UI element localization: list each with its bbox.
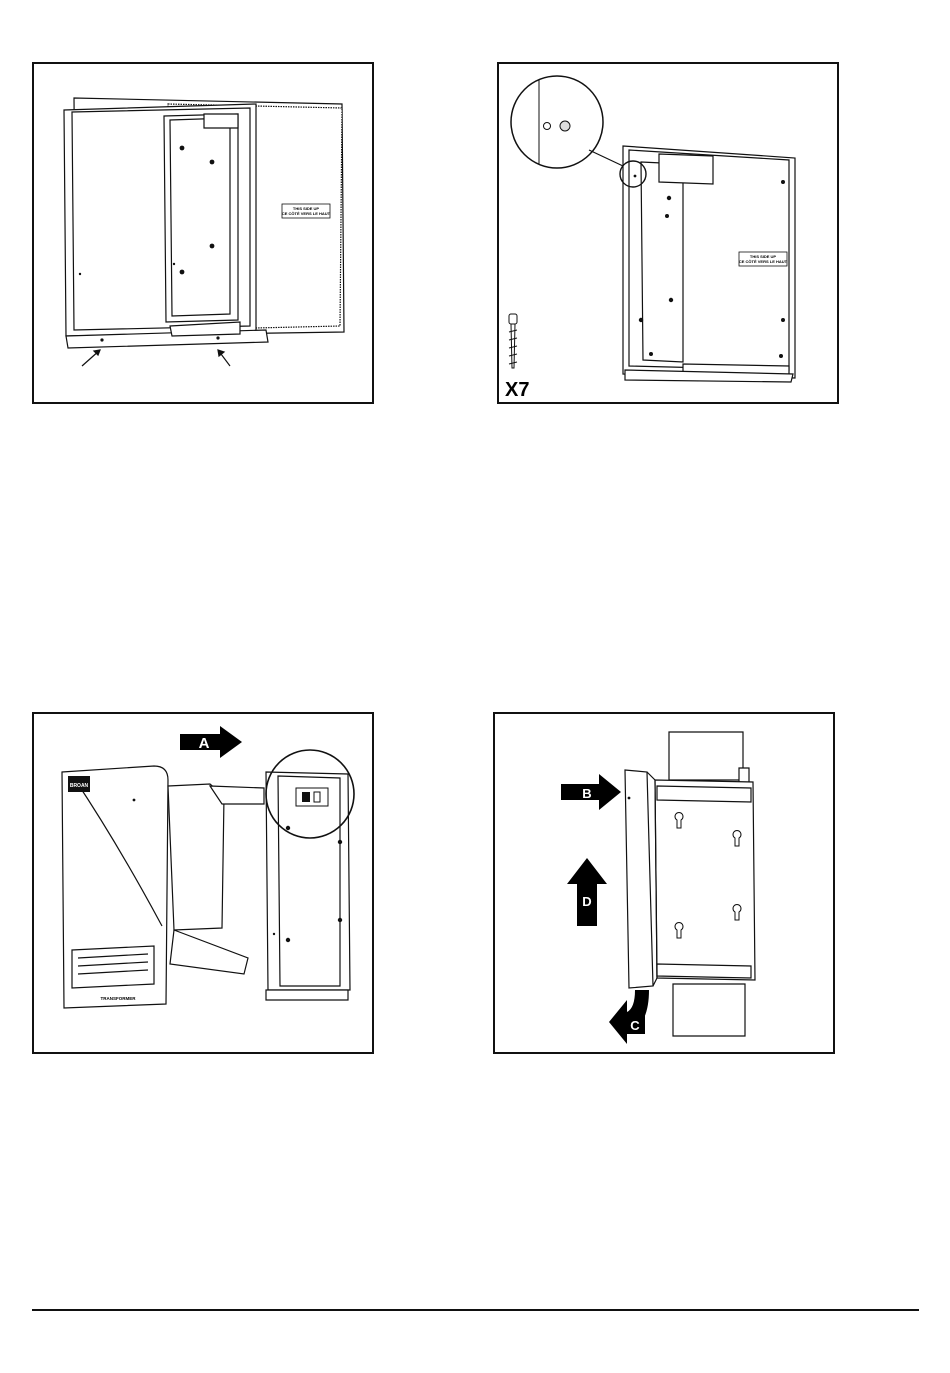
arrow-d: D [567,858,607,926]
unit-mounting-illustration: B D C [495,714,833,1052]
svg-text:C: C [630,1018,640,1033]
screw-fastening-illustration: THIS SIDE UP CE CÔTÉ VERS LE HAUT X7 [499,64,837,402]
duct-body [168,784,224,930]
arrow-c: C [609,990,649,1044]
svg-text:BROAN: BROAN [70,783,89,789]
footer-rule [32,1309,919,1311]
top-collar [669,732,743,780]
screw-icon [509,314,517,368]
bottom-collar [673,984,745,1036]
svg-text:D: D [582,894,591,909]
svg-text:CE CÔTÉ VERS LE HAUT: CE CÔTÉ VERS LE HAUT [282,211,331,216]
front-plate [625,770,653,988]
diagram-panel-step-4: B D C [493,712,835,1054]
screw-count: X7 [505,379,529,401]
front-intake [72,946,154,988]
arrow-a: A [180,726,242,758]
arrow-b: B [561,774,621,810]
model-text: TRANSFORMER [101,996,137,1001]
this-side-up-label: THIS SIDE UP CE CÔTÉ VERS LE HAUT [739,252,788,266]
svg-text:B: B [582,786,591,801]
diagram-panel-step-1: THIS SIDE UP CE CÔTÉ VERS LE HAUT [32,62,374,404]
svg-text:A: A [199,735,210,752]
unit-slide-in-illustration: A BROAN TRANSFORMER [34,714,372,1052]
diagram-panel-step-2: THIS SIDE UP CE CÔTÉ VERS LE HAUT X7 [497,62,839,404]
this-side-up-label: THIS SIDE UP CE CÔTÉ VERS LE HAUT [282,204,331,218]
top-bracket [204,114,238,128]
svg-text:CE CÔTÉ VERS LE HAUT: CE CÔTÉ VERS LE HAUT [739,259,788,264]
housing-sleeve-illustration: THIS SIDE UP CE CÔTÉ VERS LE HAUT [34,64,372,402]
top-bracket [659,154,713,184]
pointer-arrows [82,350,230,366]
main-housing [655,780,755,980]
diagram-panel-step-3: A BROAN TRANSFORMER [32,712,374,1054]
side-panel [641,162,683,362]
